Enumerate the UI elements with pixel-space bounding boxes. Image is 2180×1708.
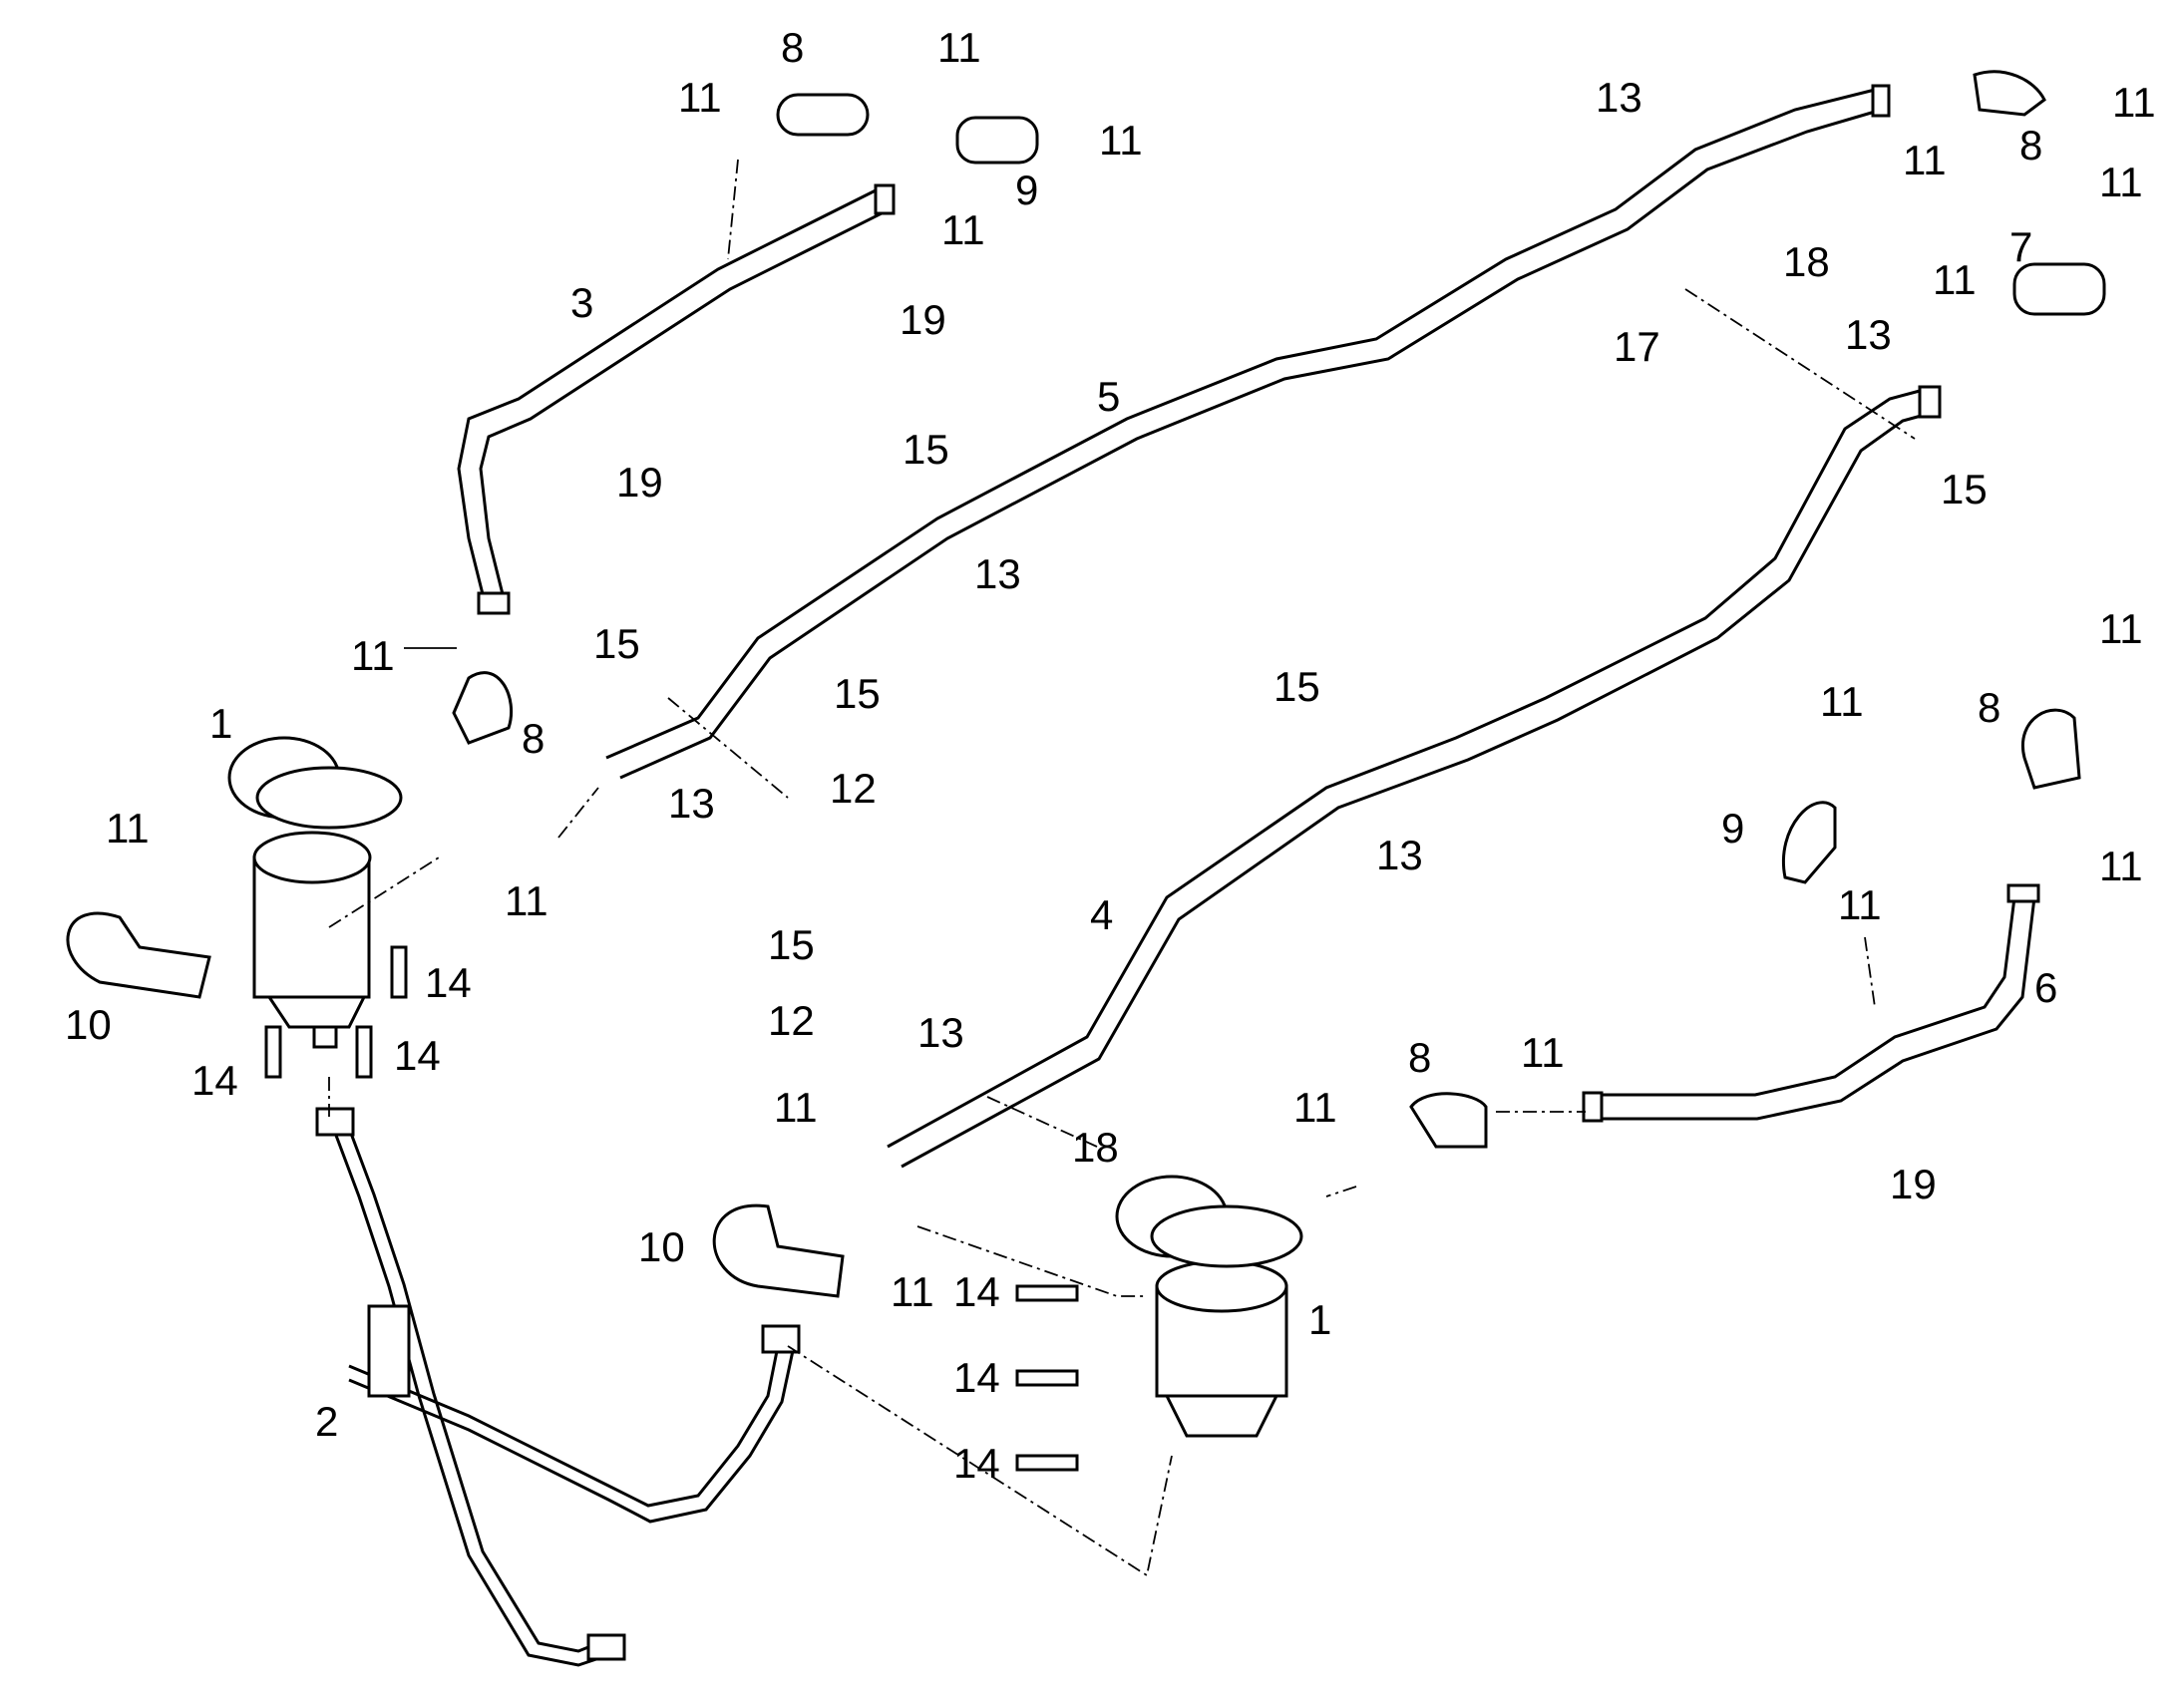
fuel-filter-1-left [227,736,403,1049]
callout-11: 11 [1903,137,1947,183]
hose-8-lower-mid [1409,1092,1488,1149]
callout-14: 14 [953,1268,1000,1315]
callout-labels: 1 1 2 3 4 5 6 7 8 8 8 8 8 9 9 10 10 11 1… [65,24,2156,1487]
callout-15: 15 [1273,663,1320,710]
hose-10-left [66,911,211,999]
callout-11: 11 [505,877,548,924]
callout-13: 13 [668,780,715,827]
callout-3: 3 [570,279,593,326]
callout-11: 11 [106,805,150,852]
hose-10-right [712,1203,845,1298]
callout-9-top: 9 [1015,167,1038,213]
callout-8-top: 8 [781,24,804,71]
hose-7 [2012,262,2106,316]
callout-14: 14 [425,959,472,1006]
callout-11: 11 [1521,1029,1565,1076]
callout-15: 15 [903,426,949,473]
callout-11: 11 [941,206,985,253]
callout-14: 14 [953,1440,1000,1487]
callout-11: 11 [351,632,395,679]
callout-11: 11 [2099,843,2143,889]
callout-9-right: 9 [1721,805,1744,852]
callout-8-right: 8 [1978,684,2000,731]
callout-19-left: 19 [616,459,663,506]
callout-12-lower: 12 [768,997,815,1044]
callout-1-left: 1 [209,700,232,747]
callout-2: 2 [315,1398,338,1445]
callout-11: 11 [774,1084,818,1131]
callout-17: 17 [1614,323,1660,370]
callout-5: 5 [1097,373,1120,420]
callout-11: 11 [1820,678,1864,725]
callout-14: 14 [191,1057,238,1104]
callout-11: 11 [891,1268,934,1315]
callout-18-lower: 18 [1072,1124,1119,1171]
hose-8-top [776,93,870,137]
callout-11: 11 [2099,159,2143,205]
bolts-14 [264,945,1079,1472]
fuel-tube-5 [605,84,1891,780]
callout-11: 11 [1933,256,1977,303]
callout-8-left: 8 [522,715,545,762]
fuel-line-2 [315,1107,801,1667]
callout-6: 6 [2034,964,2057,1011]
callout-11: 11 [1099,117,1143,164]
callout-10-left: 10 [65,1001,112,1048]
callout-14: 14 [394,1032,441,1079]
callout-15: 15 [1941,466,1988,512]
leader-lines [328,159,1916,1577]
hose-8-right [2020,708,2081,790]
callout-8-lower: 8 [1408,1034,1431,1081]
callout-7: 7 [2009,223,2032,270]
callout-11: 11 [1293,1084,1337,1131]
fuel-tube-4 [887,385,1942,1169]
callout-8-top-right: 8 [2019,122,2042,169]
hose-9-top [955,116,1039,165]
callout-11: 11 [937,24,981,71]
callout-15: 15 [593,620,640,667]
hose-9-right [1782,801,1837,884]
callout-4: 4 [1090,891,1113,938]
callout-14: 14 [953,1354,1000,1401]
callout-18-upper: 18 [1783,238,1830,285]
callout-13: 13 [1845,311,1892,358]
callout-13: 13 [1376,832,1423,878]
callout-15: 15 [834,670,881,717]
callout-11: 11 [1838,881,1882,928]
callout-11: 11 [2112,79,2156,126]
hose-8-top-right [1973,70,2046,117]
callout-19-right: 19 [1890,1161,1937,1207]
hose-8-left [452,671,514,745]
callout-11: 11 [678,74,722,121]
callout-1-right: 1 [1308,1296,1331,1343]
fuel-tube-6 [1582,883,2040,1123]
callout-12-upper: 12 [830,765,877,812]
callout-13: 13 [1596,74,1642,121]
callout-13: 13 [917,1009,964,1056]
fuel-tube-3 [457,183,896,615]
callout-13: 13 [974,550,1021,597]
fuel-filter-1-right [1115,1175,1303,1438]
callout-19-upper: 19 [900,296,946,343]
callout-10-right: 10 [638,1223,685,1270]
callout-11: 11 [2099,605,2143,652]
callout-15: 15 [768,921,815,968]
